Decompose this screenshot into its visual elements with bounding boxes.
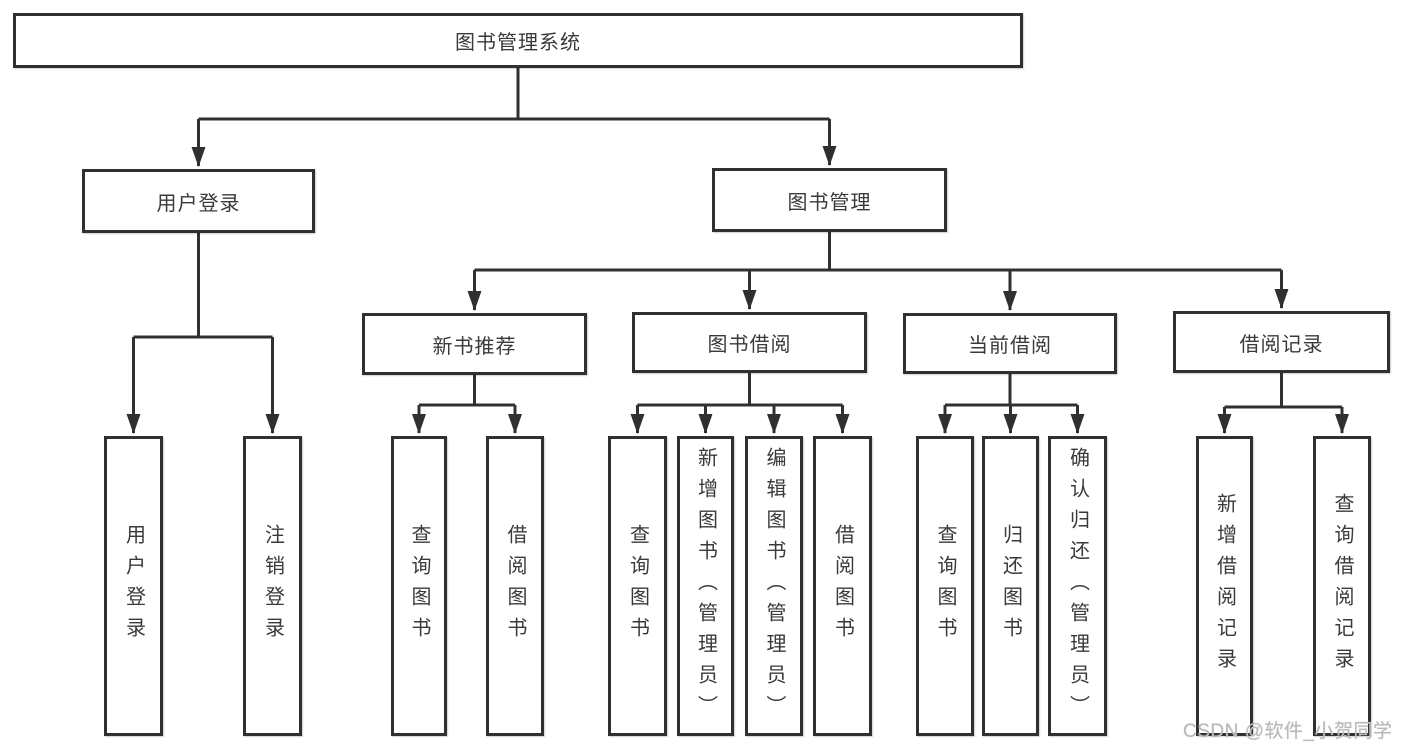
leaf-confirm-return-admin: 确认归还（管理员） [1048, 436, 1107, 736]
connector-current-borrow-children [938, 374, 1085, 434]
leaf-label: 归还图书 [999, 524, 1022, 648]
connector-borrow-record-children [1217, 373, 1349, 434]
connector-book-management-children [467, 232, 1289, 311]
leaf-add-books-admin: 新增图书（管理员） [677, 436, 734, 736]
leaf-query-borrow-record: 查询借阅记录 [1313, 436, 1371, 736]
connector-user-login-children [126, 233, 280, 434]
leaf-borrow-books: 借阅图书 [813, 436, 872, 736]
node-borrow-record: 借阅记录 [1173, 311, 1390, 373]
leaf-query-books-current: 查询图书 [916, 436, 974, 736]
node-book-borrow: 图书借阅 [632, 312, 867, 373]
leaf-user-login: 用户登录 [104, 436, 163, 736]
connector-root-to-level2 [191, 68, 837, 167]
leaf-label: 借阅图书 [831, 524, 854, 648]
leaf-edit-books-admin: 编辑图书（管理员） [745, 436, 803, 736]
connector-new-book-children [412, 375, 522, 434]
leaf-label: 确认归还（管理员） [1066, 446, 1089, 726]
leaf-label: 查询图书 [626, 524, 649, 648]
csdn-watermark: CSDN @软件_小贺同学 [1183, 721, 1393, 742]
node-current-borrow: 当前借阅 [903, 313, 1117, 374]
leaf-label: 新增图书（管理员） [694, 446, 717, 726]
node-user-login: 用户登录 [82, 169, 315, 233]
leaf-label: 用户登录 [122, 524, 145, 648]
leaf-return-books: 归还图书 [982, 436, 1039, 736]
leaf-label: 注销登录 [261, 524, 284, 648]
leaf-borrow-books-recommend: 借阅图书 [486, 436, 544, 736]
leaf-query-books-borrow: 查询图书 [608, 436, 667, 736]
leaf-logout: 注销登录 [243, 436, 302, 736]
leaf-label: 查询借阅记录 [1331, 493, 1353, 679]
node-book-management: 图书管理 [712, 168, 947, 232]
leaf-add-borrow-record: 新增借阅记录 [1196, 436, 1253, 736]
leaf-label: 新增借阅记录 [1213, 493, 1236, 679]
node-library-management-system: 图书管理系统 [13, 13, 1023, 68]
node-new-book-recommend: 新书推荐 [362, 313, 587, 375]
connector-book-borrow-children [630, 373, 850, 434]
leaf-label: 查询图书 [934, 524, 956, 648]
leaf-label: 查询图书 [408, 524, 430, 648]
leaf-query-books-recommend: 查询图书 [391, 436, 447, 736]
leaf-label: 编辑图书（管理员） [763, 446, 785, 726]
leaf-label: 借阅图书 [504, 524, 526, 648]
